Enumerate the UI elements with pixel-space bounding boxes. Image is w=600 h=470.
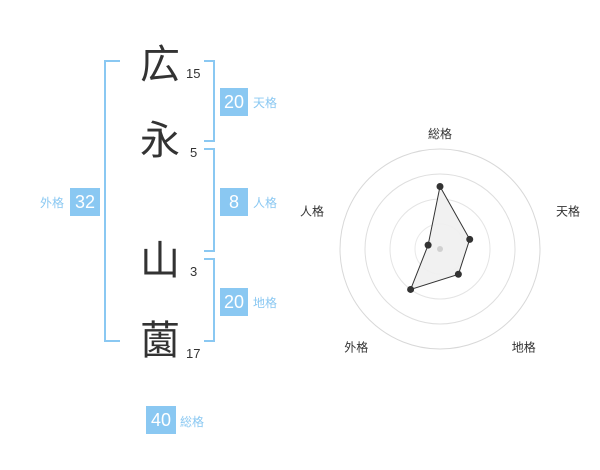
stroke-count-3: 3: [190, 264, 198, 279]
radar-center-dot: [437, 246, 443, 252]
radar-point-4: [424, 241, 432, 249]
jinkaku-value-badge: 8: [220, 188, 248, 216]
tenkaku-value-badge: 20: [220, 88, 248, 116]
radar-axis-label-2: 地格: [512, 340, 536, 355]
name-char-2: 永: [140, 118, 180, 164]
radar-ring-3: [364, 173, 516, 325]
radar-axis-label-0: 総格: [428, 126, 452, 141]
gaikaku-label: 外格: [40, 196, 65, 210]
radar-axis-label-1: 天格: [556, 203, 580, 218]
stroke-count-4: 17: [186, 346, 201, 361]
chikaku-bracket: [204, 258, 215, 342]
radar-point-0: [436, 183, 444, 190]
soukaku-label: 総格: [180, 415, 205, 429]
radar-axis-label-3: 外格: [344, 340, 368, 355]
radar-series-polygon: [409, 185, 471, 291]
name-char-1: 広: [140, 42, 180, 88]
chikaku-value-badge: 20: [220, 288, 248, 316]
radar-point-3: [407, 285, 415, 293]
radar-axis-label-4: 人格: [300, 203, 324, 218]
name-char-3: 山: [140, 238, 180, 284]
radar-point-1: [466, 235, 474, 243]
stroke-count-1: 15: [186, 66, 201, 81]
jinkaku-label: 人格: [253, 196, 278, 210]
soukaku-value-badge: 40: [146, 406, 176, 434]
name-char-4: 薗: [140, 318, 180, 364]
tenkaku-label: 天格: [253, 96, 278, 110]
chikaku-label: 地格: [253, 296, 278, 310]
jinkaku-bracket: [204, 148, 215, 252]
radar-ring-4: [339, 148, 541, 350]
stroke-count-2: 5: [190, 145, 198, 160]
tenkaku-bracket: [204, 60, 215, 142]
gaikaku-bracket: [104, 60, 120, 342]
radar-point-2: [454, 270, 462, 278]
gaikaku-value-badge: 32: [70, 188, 100, 216]
